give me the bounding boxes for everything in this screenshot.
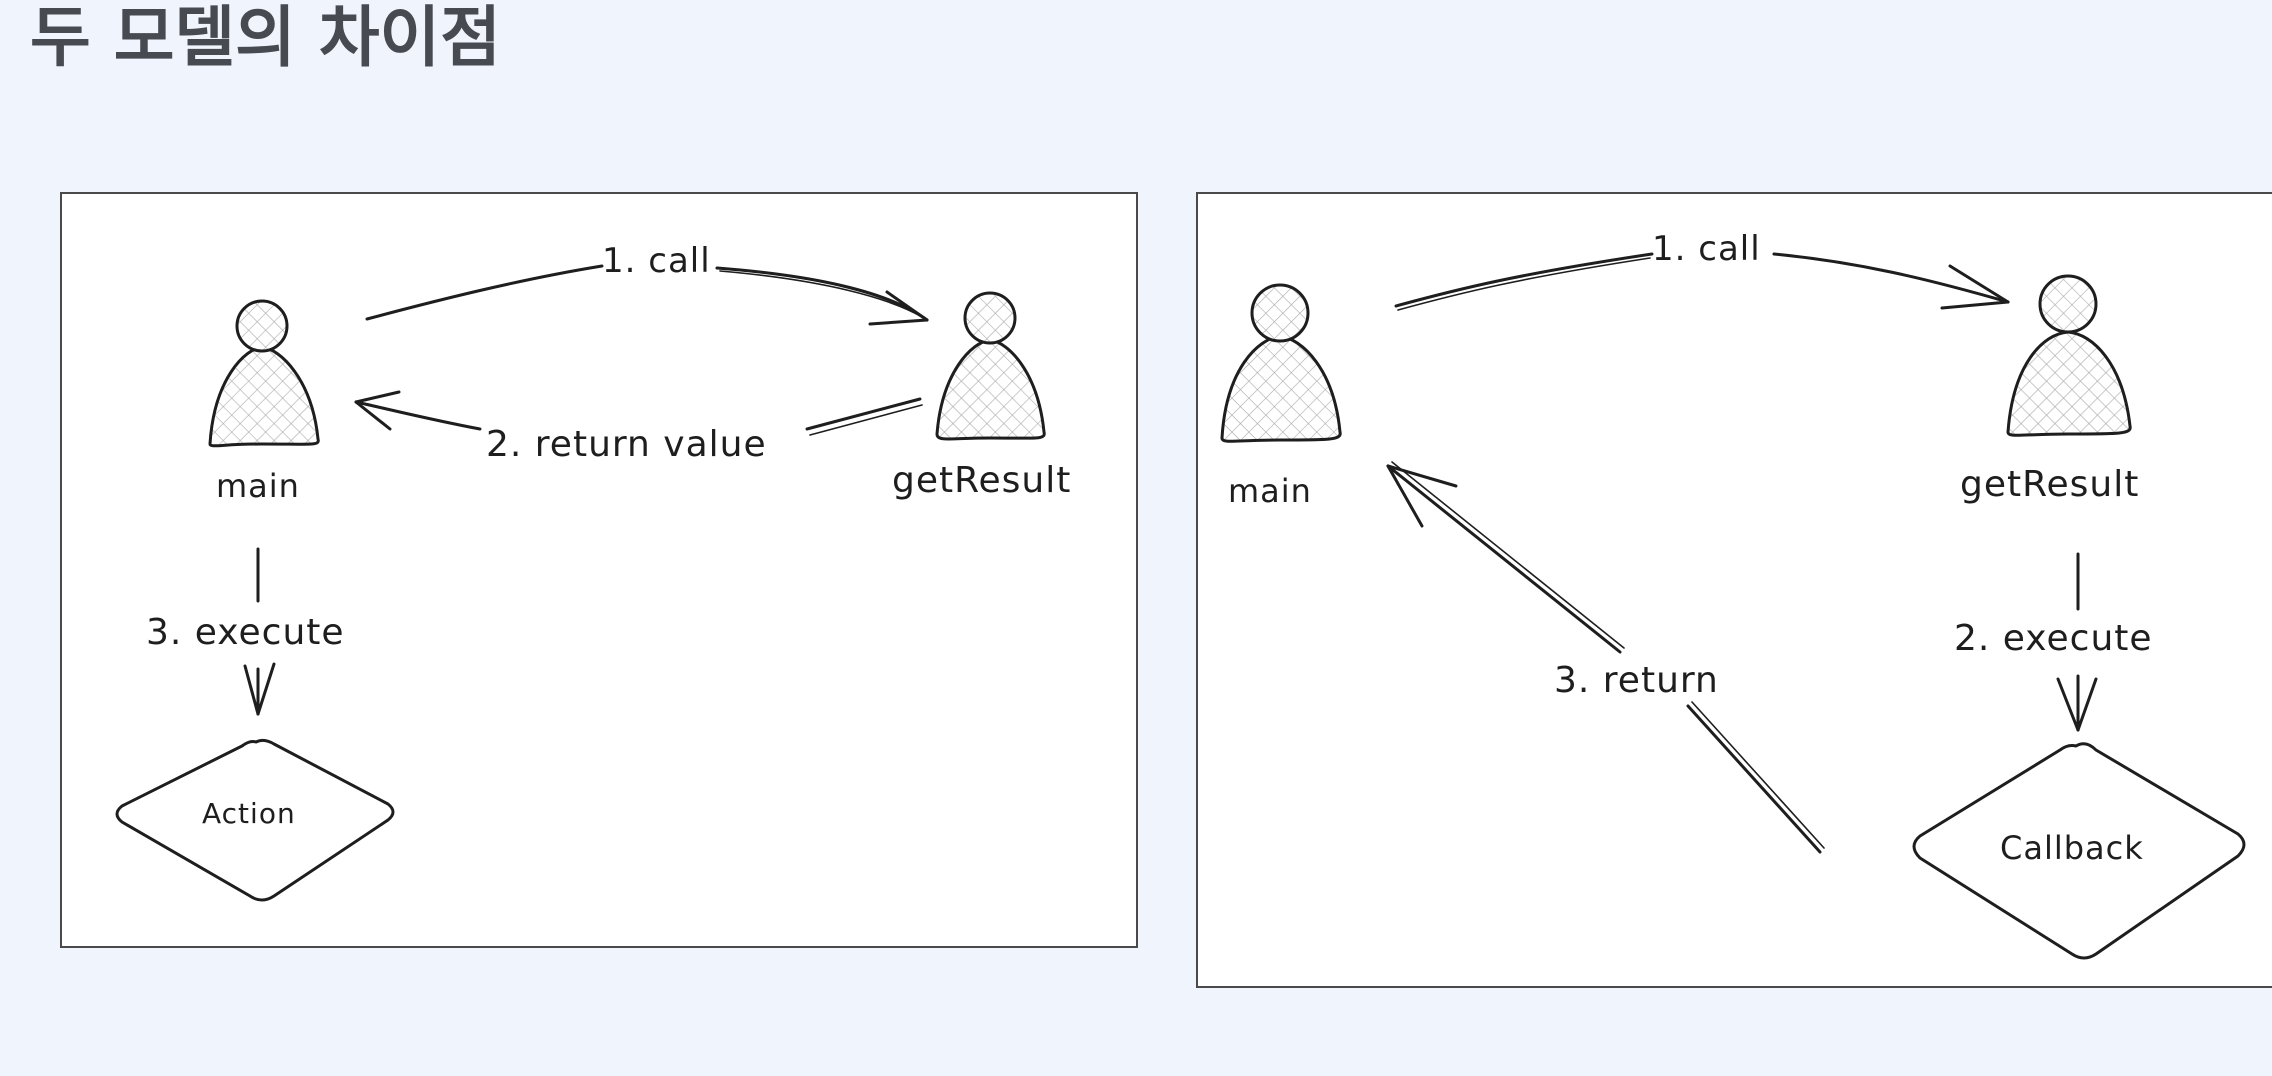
right-execute-label: 2. execute [1954,618,2153,659]
right-get-result-label: getResult [1960,464,2139,505]
return-arrow [1386,461,1825,854]
action-node [115,738,395,902]
get-result-actor-icon [2006,274,2132,437]
action-node-label: Action [202,797,296,830]
left-return-value-label: 2. return value [486,424,767,465]
callback-node-label: Callback [2000,829,2144,867]
callback-node [1912,742,2246,960]
right-return-label: 3. return [1554,660,1719,701]
get-result-actor-icon [935,291,1046,441]
call-arrow [365,264,929,326]
main-actor-icon [208,299,320,448]
left-main-label: main [216,467,300,505]
left-call-label: 1. call [602,241,711,281]
execute-arrow [2056,552,2098,732]
main-actor-icon [1220,283,1342,443]
page-title: 두 모델의 차이점 [30,0,501,76]
execute-arrow [243,547,276,716]
return-value-arrow [354,390,923,436]
left-diagram: main getResult 1. call 2. return value [115,241,1071,902]
right-call-label: 1. call [1652,229,1761,269]
left-get-result-label: getResult [892,460,1071,501]
right-diagram: main getResult 1. call 2. execute Ca [1220,229,2246,960]
left-diagram-panel: main getResult 1. call 2. return value [60,192,1138,948]
call-arrow [1394,252,2010,311]
left-execute-label: 3. execute [146,612,345,653]
right-main-label: main [1228,472,1312,510]
right-diagram-panel: main getResult 1. call 2. execute Ca [1196,192,2272,988]
